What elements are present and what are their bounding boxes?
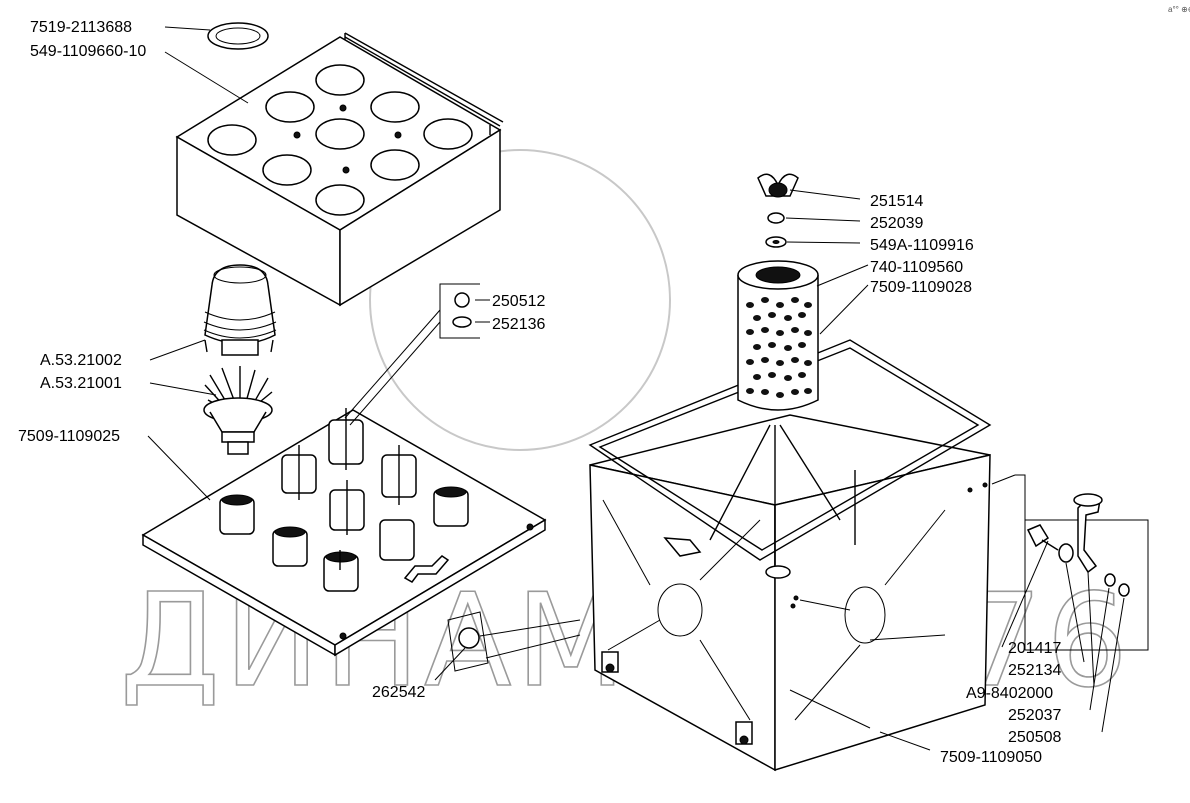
label-washer-252134: 252134	[1008, 662, 1061, 679]
leader-lines	[147, 26, 1125, 751]
hood	[203, 264, 277, 356]
label-nut-250508: 250508	[1008, 729, 1061, 746]
drain-plug	[447, 611, 581, 672]
label-rotor: А.53.21001	[40, 375, 122, 392]
label-frame: 7509-1109028	[870, 279, 972, 296]
label-filter-element: 740-1109560	[870, 259, 963, 276]
label-hood: А.53.21002	[40, 352, 122, 369]
label-nut-252039: 252039	[870, 215, 923, 232]
label-plate-washer: 252136	[492, 316, 545, 333]
label-top-ring: 7519-2113688	[30, 19, 132, 36]
plate-fasteners	[344, 283, 480, 426]
label-housing: 7509-1109050	[940, 749, 1042, 766]
label-washer-549a: 549А-1109916	[870, 237, 974, 254]
corner-mark: a°° ⊕⊕⊕	[1168, 5, 1190, 14]
label-latch: А9-8402000	[966, 685, 1053, 702]
latch-assembly	[991, 474, 1149, 651]
top-cover	[175, 32, 504, 307]
label-plate-nut: 250512	[492, 293, 545, 310]
label-washer-252037: 252037	[1008, 707, 1061, 724]
label-top-cover: 549-1109660-10	[30, 43, 146, 60]
label-bolt: 201417	[1008, 640, 1061, 657]
rotor	[203, 366, 273, 455]
top-fasteners	[757, 173, 799, 248]
housing	[589, 414, 991, 772]
label-cell-plate: 7509-1109025	[18, 428, 120, 445]
label-drain-plug: 262542	[372, 684, 425, 701]
watermark-swirl	[369, 149, 671, 451]
top-ring	[207, 22, 269, 50]
label-wing-nut: 251514	[870, 193, 923, 210]
filter-element	[737, 260, 819, 411]
cell-plate	[141, 408, 547, 657]
part-labels: 7519-2113688 549-1109660-10 А.53.21002 А…	[18, 19, 1061, 766]
